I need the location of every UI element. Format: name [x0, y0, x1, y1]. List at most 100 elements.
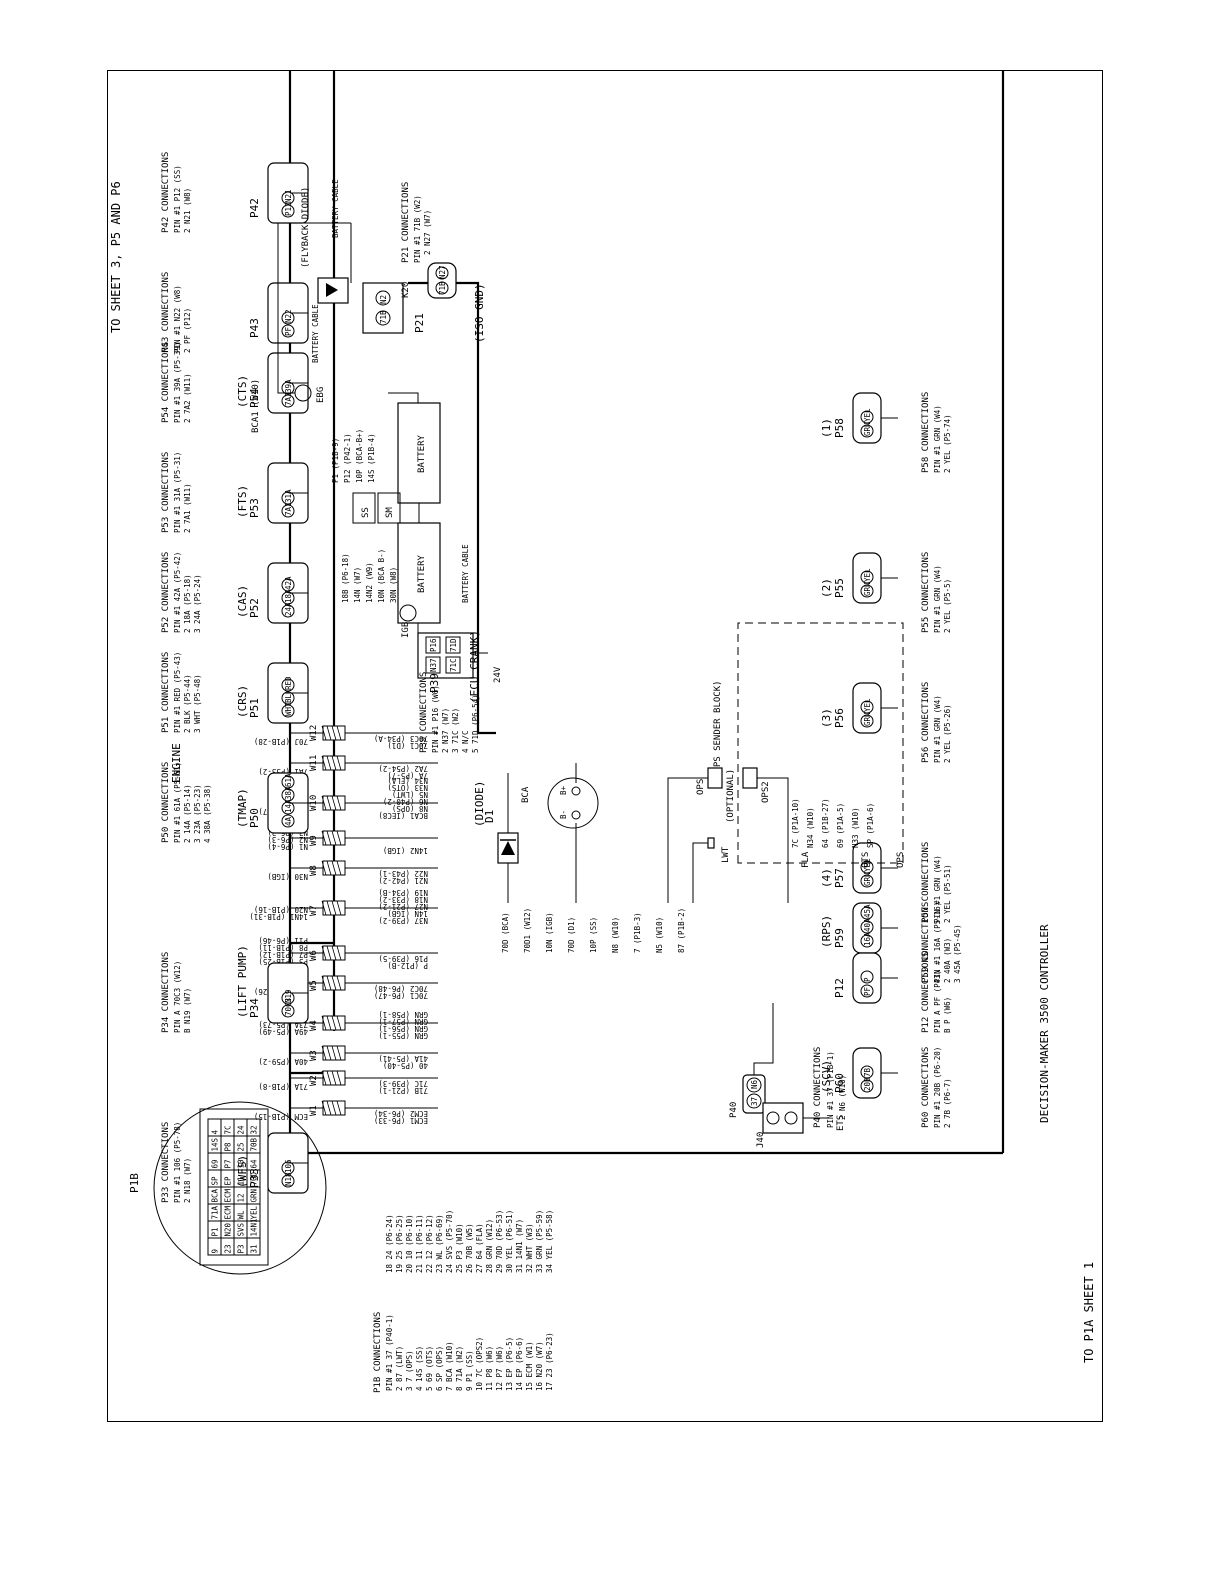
- splice-right-wire: 70C1 (P6-47): [374, 991, 428, 1000]
- splice-left-wire: P11 (P6-46): [258, 936, 308, 945]
- fla-label: FLA: [801, 851, 811, 868]
- p1b-conn-title: P1B CONNECTIONS: [373, 1312, 383, 1393]
- connector-conn-title: P12 CONNECTIONS: [921, 952, 931, 1033]
- center-wire-label: N8 (W10): [611, 917, 620, 953]
- p1b-conn-row: 23 WL (P6-69): [435, 1214, 444, 1273]
- p1b-cell: WL: [237, 1210, 246, 1220]
- connector-sub: (CAS): [236, 585, 249, 618]
- connector-conn-row: PIN #1 RED (P5-43): [173, 652, 182, 733]
- diagram-title: DECISION-MAKER 3500 CONTROLLER: [1038, 924, 1051, 1123]
- splice-right-wire: 41A (P5-41): [378, 1054, 428, 1063]
- j40-name: J40: [756, 1132, 766, 1148]
- battery-cable-label: BATTERY CABLE: [461, 544, 470, 603]
- p1b-cell: 31: [250, 1244, 259, 1253]
- igb-wire-label: 18B (P6-18): [341, 553, 350, 603]
- splice-name: W6: [309, 950, 319, 961]
- connector-conn-row: PIN #1 42A (P5-42): [173, 552, 182, 633]
- connector-pin: 7A1: [284, 502, 293, 516]
- connector-pin: P12: [284, 202, 293, 216]
- p1b-cell: SVS: [237, 1222, 246, 1236]
- splice-name: W3: [309, 1050, 319, 1061]
- p1b-conn-row: 32 WHT (W3): [525, 1223, 534, 1273]
- ss-wire-label: 10P (BCA-B+): [355, 429, 364, 483]
- lwt-label: LWT: [721, 846, 731, 863]
- connector-pin: RED: [284, 676, 293, 690]
- j40-connector: J40 ETS: [756, 1102, 846, 1148]
- p1b-cell: 25: [237, 1142, 246, 1151]
- connector-pin: N21: [284, 189, 293, 203]
- p21-name: P21: [413, 313, 426, 333]
- p1b-cell: 23: [224, 1244, 233, 1253]
- connector-sub: (1): [820, 418, 833, 438]
- p1b-cell: P3: [237, 1244, 246, 1253]
- connector-conn-row: 2 YEL (P5-51): [943, 864, 952, 923]
- k20-pin-2: N2: [379, 295, 388, 304]
- p1b-cell: N20: [224, 1222, 233, 1236]
- battery-group: BATTERY BATTERY BATTERY CABLE: [388, 392, 488, 654]
- ops2-label: OPS2: [761, 781, 771, 803]
- connector-conn-row: PIN #1 20B (P6-20): [933, 1047, 942, 1128]
- connector-conn-row: PIN #1 GRN (W4): [933, 855, 942, 923]
- splice-right-wire: GRN (P58-1): [378, 1010, 428, 1019]
- connector-name: P42: [248, 198, 261, 218]
- p40-pin-1: 37: [750, 1097, 759, 1106]
- splice-name: W12: [309, 725, 319, 741]
- connector-conn-row: 2 YEL (P5-26): [943, 704, 952, 763]
- connector-name: P58: [833, 418, 846, 438]
- connector-conn-row: PIN #1 N22 (W8): [173, 285, 182, 353]
- p1b-conn-row: 4 14S (SS): [415, 1346, 424, 1391]
- p1b-cell: 24: [237, 1125, 246, 1135]
- connector-pin: GRN: [863, 422, 872, 436]
- splice-name: W4: [309, 1020, 319, 1031]
- connector-conn-title: P51 CONNECTIONS: [161, 652, 171, 733]
- connector-pin: 7B: [863, 1067, 872, 1077]
- connector-pin: 61A: [284, 773, 293, 787]
- splice-right-wire: ECM1 (P6-33): [374, 1116, 428, 1125]
- wiring-diagram: TO P1A SHEET 1 TO SHEET 3, P5 AND P6 ENG…: [109, 71, 1096, 1393]
- splice-right-wire: 7A2 (P54-2): [378, 764, 428, 773]
- p1b-cell: 14S: [211, 1137, 220, 1151]
- ops-wire-label: 7C (P1A-10): [791, 798, 800, 848]
- igb-wire-label: 14N (W7): [353, 567, 362, 603]
- p1b-conn-row: 26 70B (W5): [465, 1223, 474, 1273]
- connector-conn-row: PIN #1 16A (P5-16): [933, 902, 942, 983]
- splice-right-wire: ECM2 (P6-34): [374, 1109, 428, 1118]
- splice-left-wire: 71A (P1B-8): [258, 1082, 308, 1091]
- connector-conn-row: 2 7A2 (W11): [183, 373, 192, 423]
- connector-pin: N19: [284, 989, 293, 1003]
- connector-conn-title: P33 CONNECTIONS: [161, 1122, 171, 1203]
- connector-pin: YEL: [863, 568, 872, 582]
- p1b-cell: 32: [250, 1125, 259, 1134]
- connector-name: P59: [833, 928, 846, 948]
- p39-volt: 24V: [493, 666, 503, 683]
- p1b-conn-row: 10 7C (OPS2): [475, 1337, 484, 1391]
- connector-sub: (RPS): [820, 915, 833, 948]
- connector-pin: 40A: [863, 918, 872, 932]
- connector-conn-title: P56 CONNECTIONS: [921, 682, 931, 763]
- flyback-label: (FLYBACK DIODE): [301, 187, 311, 268]
- p39-conn-row: 4 N/C: [461, 730, 470, 753]
- splice-left-wire: N20 (P1B-16): [254, 905, 308, 914]
- splice-right-wire: 71C (P39-3): [378, 1079, 428, 1088]
- splice-left-wire: P7 (P1B-12): [258, 950, 308, 959]
- connector-conn-title: P53 CONNECTIONS: [161, 452, 171, 533]
- p1b-cell: 70D: [250, 1171, 259, 1185]
- connector-conn-title: P58 CONNECTIONS: [921, 392, 931, 473]
- p1b-conn-row: 30 YEL (P6-51): [505, 1210, 514, 1273]
- p1b-conn-row: 20 10 (P6-10): [405, 1214, 414, 1273]
- connector-pin: P: [863, 977, 872, 982]
- connector-conn-row: 2 N18 (W7): [183, 1158, 192, 1203]
- p39-conn-title: P39 CONNECTIONS: [419, 672, 429, 753]
- connector-conn-row: 3 45A (P5-45): [953, 924, 962, 983]
- connector-name: P33: [248, 1168, 261, 1188]
- optional-label: (OPTIONAL): [726, 769, 736, 823]
- connector-name: P52: [248, 598, 261, 618]
- p39-pin: N37: [429, 658, 438, 672]
